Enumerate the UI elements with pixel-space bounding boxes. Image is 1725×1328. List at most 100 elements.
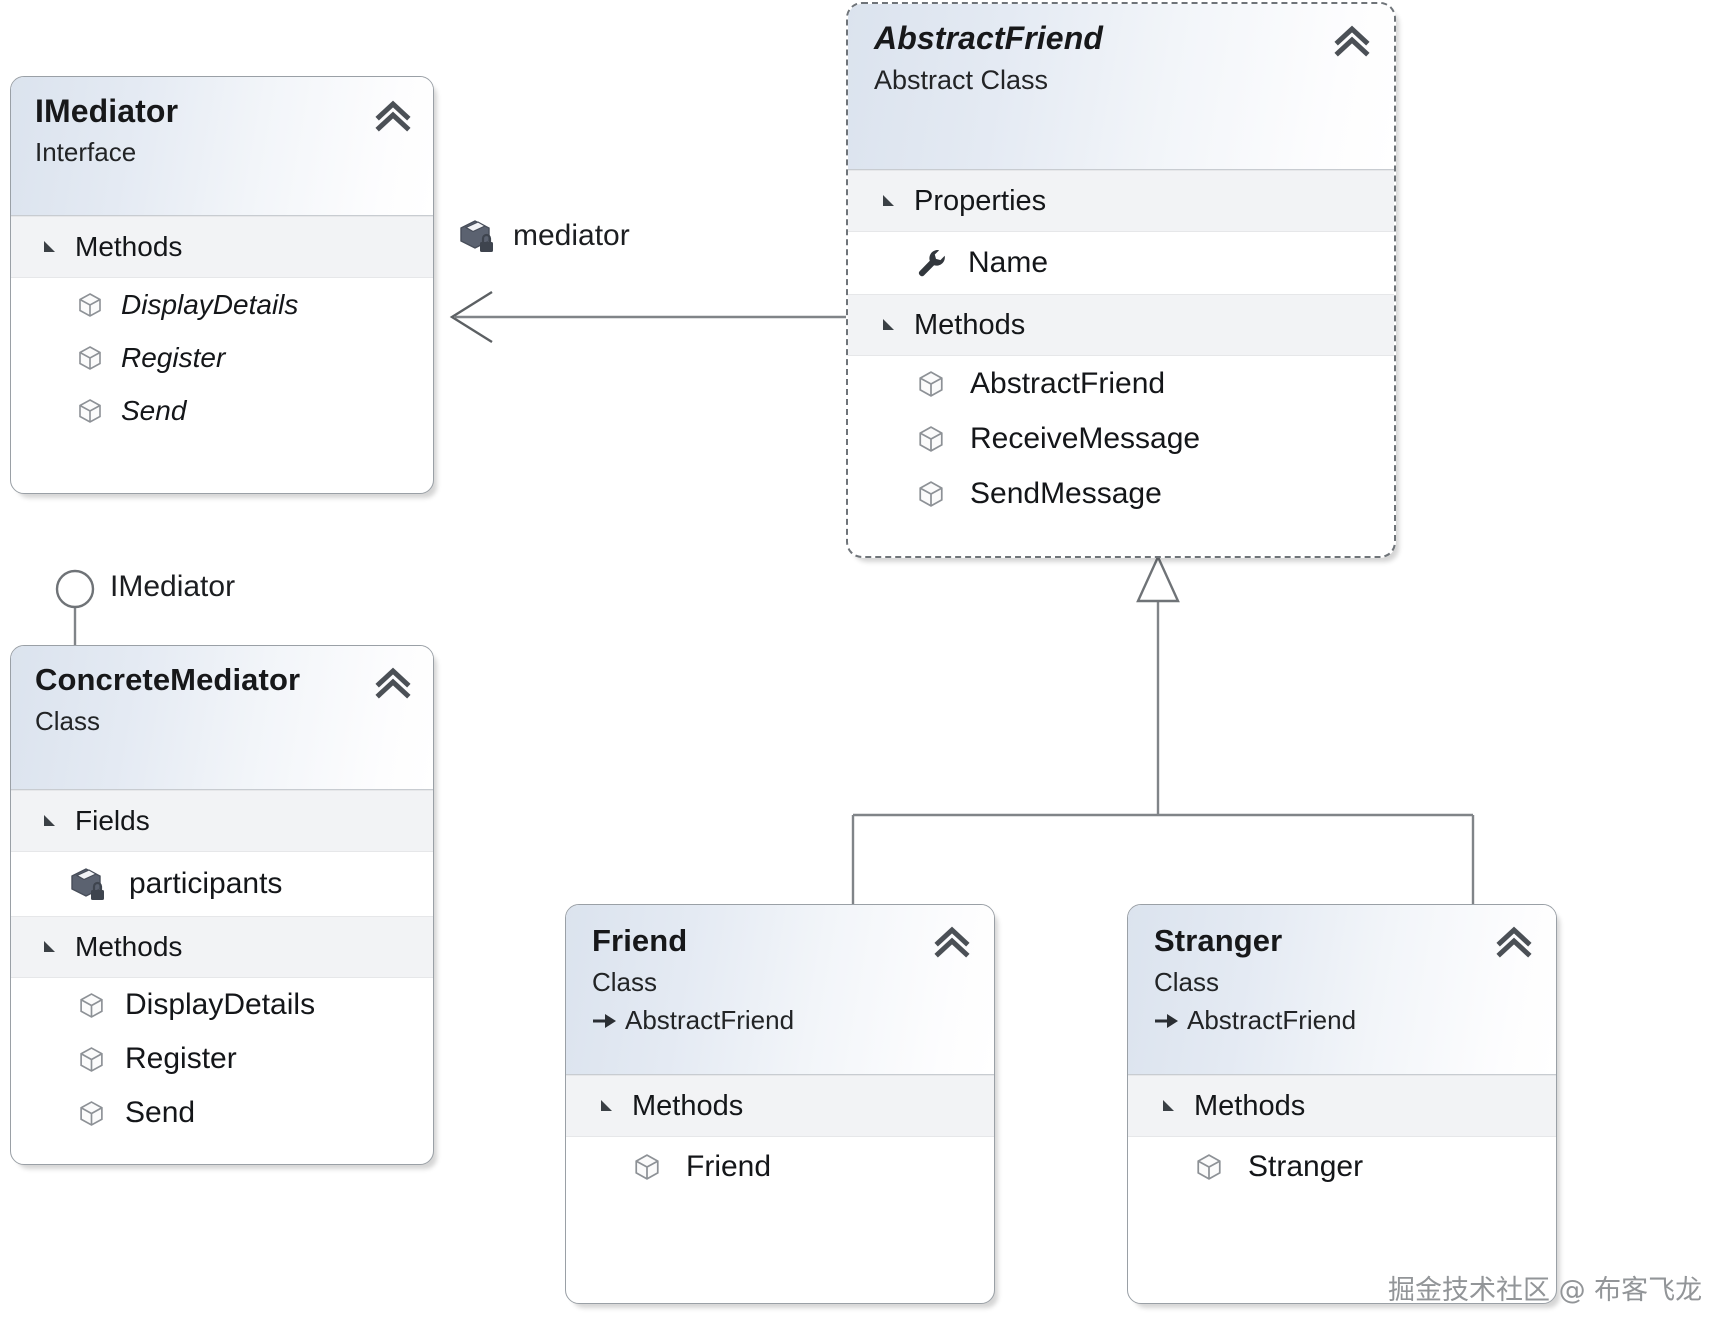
inheritance-connector: [851, 554, 1475, 905]
method-cube-icon: [912, 480, 950, 508]
concretemediator-member-label: Send: [125, 1096, 196, 1129]
friend-base-class: AbstractFriend: [592, 1006, 994, 1035]
abstractfriend-section-methods[interactable]: Methods: [848, 294, 1394, 356]
concretemediator-section-methods[interactable]: Methods: [11, 916, 433, 978]
double-chevron-up-icon[interactable]: [1332, 22, 1372, 58]
stranger-member-label: Stranger: [1248, 1150, 1364, 1183]
imediator-member-send[interactable]: Send: [11, 384, 433, 437]
private-field-icon: [455, 215, 499, 257]
friend-stereotype: Class: [592, 966, 658, 997]
imediator-section-methods-label: Methods: [75, 231, 183, 262]
imediator-section-methods[interactable]: Methods: [11, 216, 433, 278]
private-field-icon: [63, 863, 113, 905]
double-chevron-up-icon[interactable]: [373, 97, 413, 133]
realization-label-text: IMediator: [110, 570, 236, 603]
method-cube-icon: [912, 370, 950, 398]
concretemediator-section-fields-label: Fields: [75, 805, 150, 836]
abstractfriend-member-label: ReceiveMessage: [970, 421, 1201, 455]
realization-lollipop: [55, 569, 95, 648]
concretemediator-member-label: participants: [129, 867, 283, 900]
stranger-section-methods[interactable]: Methods: [1128, 1075, 1556, 1137]
class-box-stranger[interactable]: Stranger Class AbstractFriend: [1127, 904, 1557, 1304]
class-box-concretemediator[interactable]: ConcreteMediator Class Fields: [10, 645, 434, 1165]
caret-expanded-icon[interactable]: [37, 812, 63, 830]
association-label-mediator: mediator: [455, 215, 630, 257]
concretemediator-section-fields[interactable]: Fields: [11, 790, 433, 852]
concretemediator-header: ConcreteMediator Class: [11, 646, 433, 790]
method-cube-icon: [73, 292, 107, 318]
class-box-imediator[interactable]: IMediator Interface Methods: [10, 76, 434, 494]
class-box-friend[interactable]: Friend Class AbstractFriend: [565, 904, 995, 1304]
abstractfriend-member-name[interactable]: Name: [848, 232, 1394, 294]
stranger-header: Stranger Class AbstractFriend: [1128, 905, 1556, 1075]
abstractfriend-member-sendmessage[interactable]: SendMessage: [848, 466, 1394, 521]
method-cube-icon: [628, 1153, 666, 1181]
double-chevron-up-icon[interactable]: [1494, 923, 1534, 959]
imediator-stereotype: Interface: [35, 136, 137, 167]
association-label-text: mediator: [513, 219, 630, 252]
concretemediator-member-displaydetails[interactable]: DisplayDetails: [11, 978, 433, 1032]
abstractfriend-member-receivemessage[interactable]: ReceiveMessage: [848, 411, 1394, 466]
abstractfriend-member-label: Name: [968, 246, 1049, 279]
stranger-base-class-label: AbstractFriend: [1187, 1005, 1357, 1036]
concretemediator-title: ConcreteMediator: [35, 662, 301, 697]
stranger-stereotype: Class: [1154, 966, 1220, 997]
method-cube-icon: [73, 992, 109, 1019]
caret-expanded-icon[interactable]: [37, 238, 63, 256]
friend-header: Friend Class AbstractFriend: [566, 905, 994, 1075]
abstractfriend-member-label: AbstractFriend: [970, 366, 1166, 400]
concretemediator-member-participants[interactable]: participants: [11, 852, 433, 916]
friend-base-class-label: AbstractFriend: [625, 1005, 795, 1036]
caret-expanded-icon[interactable]: [1156, 1097, 1182, 1115]
imediator-member-displaydetails[interactable]: DisplayDetails: [11, 278, 433, 331]
concretemediator-stereotype: Class: [35, 705, 101, 736]
caret-expanded-icon[interactable]: [876, 316, 902, 334]
inherits-arrow-icon: [1154, 1009, 1180, 1031]
caret-expanded-icon[interactable]: [594, 1097, 620, 1115]
stranger-title: Stranger: [1154, 923, 1283, 958]
association-connector: [449, 290, 855, 344]
abstractfriend-section-methods-label: Methods: [914, 308, 1026, 341]
realization-label-imediator: IMediator: [110, 570, 235, 604]
watermark: 掘金技术社区 @ 布客飞龙: [1388, 1275, 1703, 1306]
abstractfriend-stereotype: Abstract Class: [874, 64, 1049, 95]
imediator-header: IMediator Interface: [11, 77, 433, 216]
friend-member-label: Friend: [686, 1150, 772, 1183]
property-wrench-icon: [910, 246, 954, 280]
concretemediator-member-register[interactable]: Register: [11, 1032, 433, 1086]
stranger-base-class: AbstractFriend: [1154, 1006, 1556, 1035]
friend-member-friend[interactable]: Friend: [566, 1137, 994, 1197]
stranger-member-stranger[interactable]: Stranger: [1128, 1137, 1556, 1197]
method-cube-icon: [73, 1100, 109, 1127]
imediator-member-register[interactable]: Register: [11, 331, 433, 384]
abstractfriend-member-abstractfriend[interactable]: AbstractFriend: [848, 356, 1394, 411]
double-chevron-up-icon[interactable]: [373, 664, 413, 700]
imediator-title: IMediator: [35, 93, 179, 129]
abstractfriend-section-properties[interactable]: Properties: [848, 170, 1394, 232]
imediator-member-label: DisplayDetails: [121, 288, 299, 320]
method-cube-icon: [73, 345, 107, 371]
abstractfriend-section-properties-label: Properties: [914, 184, 1047, 217]
concretemediator-member-label: DisplayDetails: [125, 988, 316, 1021]
concretemediator-member-send[interactable]: Send: [11, 1086, 433, 1140]
abstractfriend-header: AbstractFriend Abstract Class: [848, 4, 1394, 170]
abstractfriend-member-label: SendMessage: [970, 476, 1162, 510]
imediator-member-label: Send: [121, 394, 187, 426]
double-chevron-up-icon[interactable]: [932, 923, 972, 959]
concretemediator-member-label: Register: [125, 1042, 237, 1075]
caret-expanded-icon[interactable]: [876, 192, 902, 210]
friend-title: Friend: [592, 923, 688, 958]
concretemediator-section-methods-label: Methods: [75, 931, 183, 962]
friend-section-methods[interactable]: Methods: [566, 1075, 994, 1137]
inherits-arrow-icon: [592, 1009, 618, 1031]
method-cube-icon: [912, 425, 950, 453]
stranger-section-methods-label: Methods: [1194, 1089, 1306, 1122]
imediator-member-label: Register: [121, 341, 226, 373]
abstractfriend-title: AbstractFriend: [874, 20, 1103, 56]
class-box-abstractfriend[interactable]: AbstractFriend Abstract Class Properties: [846, 2, 1396, 558]
method-cube-icon: [73, 1046, 109, 1073]
method-cube-icon: [73, 398, 107, 424]
caret-expanded-icon[interactable]: [37, 938, 63, 956]
